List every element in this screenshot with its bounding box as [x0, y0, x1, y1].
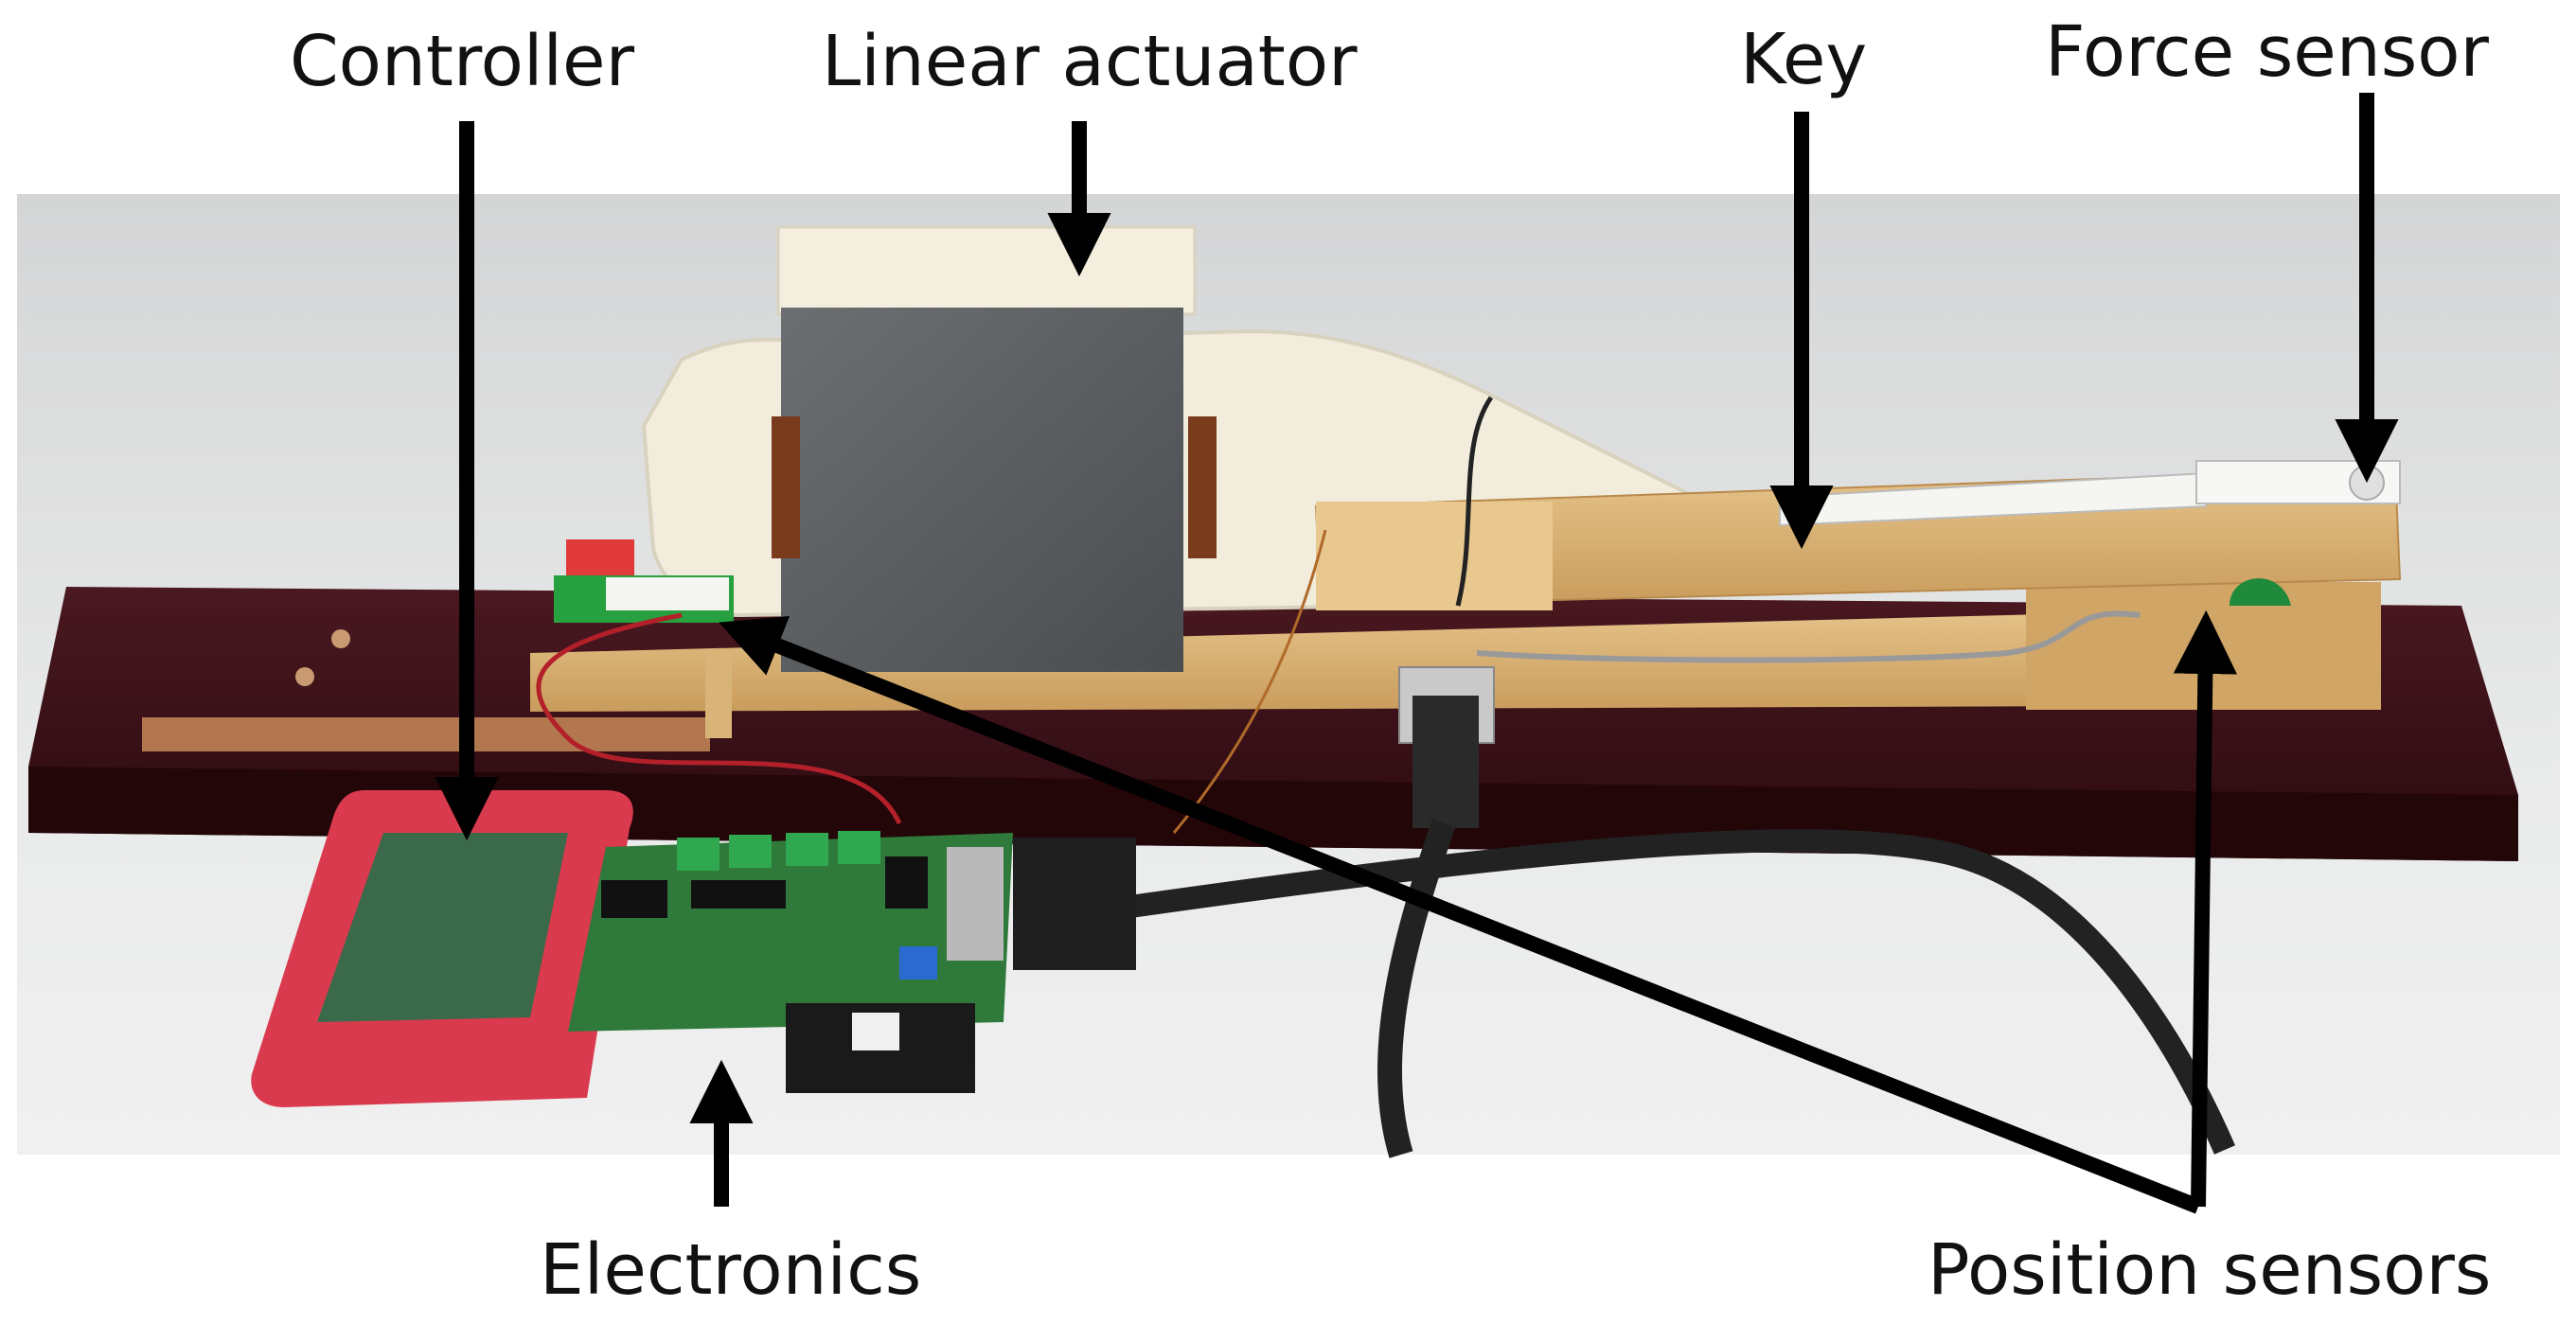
- controller-window: [317, 833, 568, 1022]
- db-plug: [1013, 838, 1136, 970]
- dip-switch: [899, 946, 937, 980]
- sensor-board-connector: [852, 1013, 899, 1050]
- actuator-coil: [772, 416, 800, 558]
- label-electronics: Electronics: [540, 1229, 922, 1311]
- white-block: [606, 577, 729, 610]
- terminal-block: [786, 833, 828, 866]
- force-sensor-disc: [2349, 465, 2385, 501]
- actuator-coil: [1188, 416, 1217, 558]
- label-linear-actuator: Linear actuator: [822, 21, 1358, 102]
- base-hole: [331, 629, 350, 648]
- wooden-block: [2026, 582, 2381, 710]
- terminal-block: [838, 831, 880, 864]
- red-marker: [566, 539, 634, 575]
- label-controller: Controller: [290, 21, 635, 102]
- ic-chip: [691, 880, 786, 909]
- db-connector: [947, 847, 1004, 961]
- connector-plug: [1412, 696, 1479, 828]
- key-front-block: [1316, 502, 1553, 610]
- green-sensor-cap: [2230, 578, 2291, 606]
- ic-chip: [601, 880, 667, 918]
- actuator-cap: [776, 225, 1197, 316]
- actuator-plate: [781, 308, 1183, 672]
- terminal-block: [729, 835, 772, 868]
- base-hole: [295, 667, 314, 686]
- ic-chip: [885, 856, 928, 909]
- wooden-peg: [705, 653, 732, 738]
- label-force-sensor: Force sensor: [2045, 11, 2489, 93]
- label-key: Key: [1740, 19, 1868, 100]
- terminal-block: [677, 838, 720, 871]
- label-position-sensors: Position sensors: [1928, 1229, 2492, 1311]
- black-wire: [1455, 396, 1494, 607]
- base-inlay: [142, 717, 710, 751]
